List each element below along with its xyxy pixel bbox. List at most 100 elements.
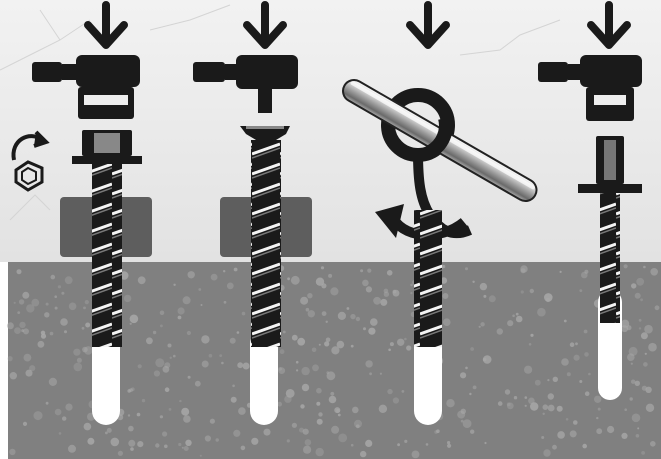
concrete-speckle: [44, 312, 50, 318]
concrete-speckle: [45, 401, 49, 405]
concrete-speckle: [648, 342, 657, 352]
concrete-speckle: [350, 313, 356, 320]
down-arrow-icon: [587, 1, 631, 49]
concrete-speckle: [482, 355, 492, 364]
concrete-speckle: [484, 441, 487, 445]
concrete-speckle: [315, 277, 325, 286]
concrete-speckle: [127, 414, 131, 417]
concrete-speckle: [57, 285, 62, 289]
concrete-speckle: [389, 342, 394, 347]
concrete-speckle: [316, 418, 323, 425]
concrete-speckle: [223, 300, 227, 304]
concrete-speckle: [263, 428, 271, 436]
concrete-speckle: [506, 402, 514, 410]
concrete-speckle: [9, 448, 16, 456]
concrete-speckle: [566, 372, 571, 377]
concrete-speckle: [569, 430, 577, 438]
concrete-speckle: [290, 275, 300, 285]
concrete-speckle: [295, 360, 299, 364]
concrete-speckle: [336, 340, 345, 349]
concrete-speckle: [524, 396, 528, 399]
concrete-speckle: [350, 344, 354, 348]
concrete-speckle: [337, 413, 341, 417]
concrete-speckle: [49, 331, 54, 336]
concrete-speckle: [137, 364, 142, 369]
concrete-speckle: [299, 427, 304, 433]
concrete-speckle: [179, 399, 182, 403]
concrete-speckle: [643, 362, 648, 367]
concrete-speckle: [638, 327, 642, 330]
concrete-speckle: [594, 395, 602, 403]
concrete-speckle: [64, 276, 73, 285]
concrete-speckle: [23, 328, 29, 335]
concrete-speckle: [552, 444, 557, 450]
concrete-speckle: [404, 337, 407, 341]
concrete-speckle: [355, 424, 360, 429]
concrete-speckle: [87, 437, 95, 445]
concrete-speckle: [645, 403, 655, 412]
concrete-speckle: [119, 271, 129, 280]
concrete-speckle: [373, 296, 381, 305]
concrete-speckle: [388, 348, 391, 352]
eye-ring-front: [426, 116, 453, 159]
panel-countersunk-screw: [193, 1, 298, 347]
concrete-speckle: [362, 279, 369, 287]
concrete-speckle: [542, 412, 545, 415]
concrete-speckle: [130, 447, 134, 451]
concrete-speckle: [232, 384, 235, 388]
concrete-speckle: [561, 358, 569, 366]
concrete-speckle: [221, 361, 224, 365]
concrete-speckle: [321, 311, 327, 316]
concrete-speckle: [105, 431, 108, 435]
socket-driver-icon: [193, 55, 298, 113]
concrete-speckle: [325, 337, 331, 343]
concrete-speckle: [61, 291, 65, 295]
concrete-speckle: [226, 282, 234, 290]
concrete-speckle: [305, 307, 310, 312]
concrete-speckle: [13, 301, 16, 304]
concrete-speckle: [488, 295, 496, 303]
concrete-speckle: [129, 314, 139, 324]
concrete-speckle: [460, 408, 466, 414]
concrete-speckle: [201, 360, 209, 368]
concrete-speckle: [7, 356, 13, 362]
concrete-speckle: [215, 438, 219, 442]
concrete-speckle: [177, 315, 182, 320]
drilled-hole-3: [414, 330, 442, 425]
concrete-speckle: [198, 288, 202, 291]
concrete-speckle: [621, 325, 629, 333]
concrete-speckle: [436, 429, 440, 434]
concrete-speckle: [472, 280, 475, 283]
concrete-speckle: [425, 443, 429, 446]
concrete-speckle: [45, 302, 49, 306]
concrete-speckle: [300, 296, 309, 305]
concrete-speckle: [22, 421, 28, 426]
concrete-speckle: [301, 366, 310, 376]
concrete-speckle: [240, 445, 246, 451]
concrete-speckle: [460, 372, 467, 379]
concrete-speckle: [6, 322, 14, 330]
concrete-speckle: [524, 365, 533, 374]
concrete-speckle: [153, 370, 160, 377]
concrete-speckle: [386, 270, 393, 276]
concrete-speckle: [236, 331, 240, 334]
concrete-speckle: [582, 443, 587, 449]
concrete-speckle: [330, 391, 335, 396]
concrete-speckle: [291, 422, 297, 428]
concrete-speckle: [278, 367, 286, 374]
concrete-speckle: [627, 353, 635, 362]
concrete-speckle: [320, 266, 325, 270]
concrete-speckle: [543, 449, 551, 457]
concrete-speckle: [238, 407, 246, 415]
concrete-speckle: [168, 408, 172, 411]
concrete-speckle: [302, 428, 309, 435]
concrete-speckle: [634, 292, 641, 299]
concrete-speckle: [201, 335, 210, 344]
concrete-speckle: [81, 326, 85, 330]
concrete-speckle: [480, 322, 485, 327]
concrete-speckle: [233, 267, 238, 272]
concrete-speckle: [251, 437, 259, 445]
concrete-speckle: [325, 320, 328, 323]
concrete-speckle: [9, 372, 17, 380]
concrete-speckle: [129, 322, 132, 325]
